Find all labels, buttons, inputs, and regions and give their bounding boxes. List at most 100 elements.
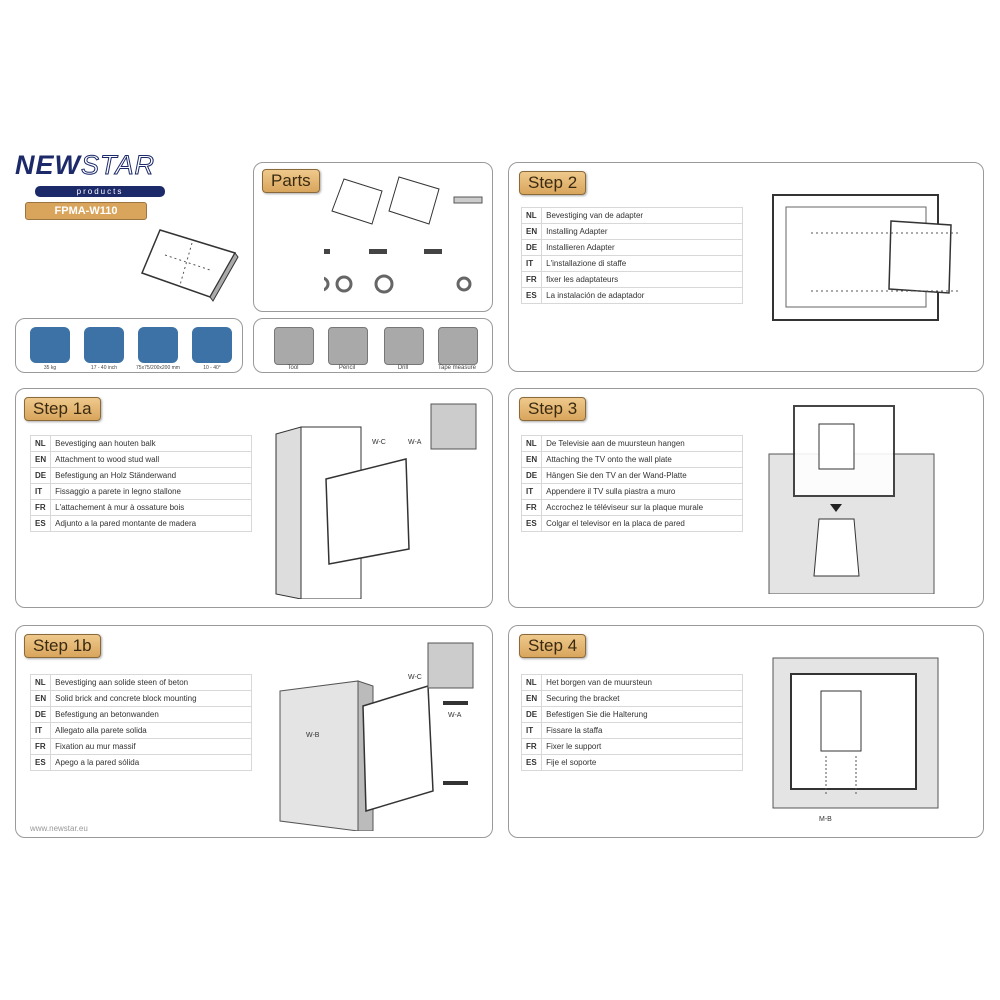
weight-icon	[30, 327, 70, 363]
instruction: Installing Adapter	[541, 223, 743, 240]
instruction: Befestigen Sie die Halterung	[541, 706, 743, 723]
step-1a-illustration	[275, 403, 477, 599]
instruction: Adjunto a la pared montante de madera	[50, 515, 252, 532]
instruction: Installieren Adapter	[541, 239, 743, 256]
spec-tilt: 10 - 40°	[203, 365, 221, 371]
lang-code: FR	[520, 271, 543, 288]
lang-code: DE	[29, 467, 52, 484]
model-badge: FPMA-W110	[25, 202, 147, 220]
lang-code: ES	[29, 754, 52, 771]
lang-code: NL	[520, 207, 543, 224]
lang-code: FR	[29, 738, 52, 755]
lang-code: EN	[520, 690, 543, 707]
lang-code: FR	[520, 738, 543, 755]
lang-code: DE	[29, 706, 52, 723]
lang-code: NL	[520, 674, 543, 691]
tilt-icon	[192, 327, 232, 363]
step-2-illustration	[772, 194, 961, 321]
pencil-icon	[328, 327, 368, 365]
instruction: Securing the bracket	[541, 690, 743, 707]
label-w-b: W-B	[306, 732, 320, 739]
instruction: Het borgen van de muursteun	[541, 674, 743, 691]
lang-code: FR	[29, 499, 52, 516]
tool-label: Pencil	[338, 365, 356, 371]
instruction: Appendere il TV sulla piastra a muro	[541, 483, 743, 500]
label-w-c: W-C	[408, 674, 422, 681]
tool-label: Drill	[397, 365, 409, 371]
spec-vesa: 75x75/200x200 mm	[136, 365, 180, 371]
lang-code: IT	[520, 722, 543, 739]
instruction: Attaching the TV onto the wall plate	[541, 451, 743, 468]
instruction: Fije el soporte	[541, 754, 743, 771]
lang-code: DE	[520, 706, 543, 723]
brand-logo: NEWSTAR products	[15, 150, 175, 197]
lang-code: EN	[29, 451, 52, 468]
vesa-icon	[138, 327, 178, 363]
product-image	[141, 229, 239, 302]
step-3-illustration	[768, 405, 935, 594]
website-url: www.newstar.eu	[30, 824, 88, 833]
label-w-c: W-C	[372, 439, 386, 446]
label-w-a: W-A	[448, 712, 462, 719]
lang-code: IT	[520, 483, 543, 500]
parts-illustration	[324, 176, 483, 294]
specs-panel: 35 kg 17 - 40 inch 75x75/200x200 mm 10 -…	[15, 318, 243, 373]
step-2-title: Step 2	[519, 171, 587, 195]
instruction: Allegato alla parete solida	[50, 722, 252, 739]
instruction: Fissaggio a parete in legno stallone	[50, 483, 252, 500]
brand-name-right: STAR	[80, 150, 156, 181]
screwdriver-icon	[274, 327, 314, 365]
tools-panel: Tool Pencil Drill Tape measure	[253, 318, 493, 373]
instruction: Bevestiging van de adapter	[541, 207, 743, 224]
instruction: Befestigung an betonwanden	[50, 706, 252, 723]
spec-screen-size: 17 - 40 inch	[90, 365, 118, 371]
instruction: fixer les adaptateurs	[541, 271, 743, 288]
step-1b-title: Step 1b	[24, 634, 101, 658]
step-1b-illustration	[279, 642, 474, 831]
lang-code: FR	[520, 499, 543, 516]
label-m-b: M-B	[819, 816, 832, 823]
lang-code: DE	[520, 239, 543, 256]
parts-panel: Parts	[253, 162, 493, 312]
lang-code: IT	[29, 483, 52, 500]
instruction: Bevestiging aan houten balk	[50, 435, 252, 452]
step-3-title: Step 3	[519, 397, 587, 421]
brand-sub: products	[35, 186, 165, 197]
lang-code: EN	[29, 690, 52, 707]
instruction: Accrochez le téléviseur sur la plaque mu…	[541, 499, 743, 516]
lang-code: IT	[520, 255, 543, 272]
step-4-title: Step 4	[519, 634, 587, 658]
instruction: Attachment to wood stud wall	[50, 451, 252, 468]
instruction: Fixer le support	[541, 738, 743, 755]
lang-code: ES	[520, 754, 543, 771]
instruction: La instalación de adaptador	[541, 287, 743, 304]
instruction: Bevestiging aan solide steen of beton	[50, 674, 252, 691]
instruction: Hängen Sie den TV an der Wand-Platte	[541, 467, 743, 484]
parts-title: Parts	[262, 169, 320, 193]
lang-code: NL	[29, 435, 52, 452]
lang-code: ES	[29, 515, 52, 532]
spec-weight: 35 kg	[43, 365, 57, 371]
instruction: Apego a la pared sólida	[50, 754, 252, 771]
tool-label: Tool	[287, 365, 299, 371]
drill-icon	[384, 327, 424, 365]
tool-label: Tape measure	[437, 365, 477, 371]
lang-code: NL	[520, 435, 543, 452]
lang-code: NL	[29, 674, 52, 691]
instruction: L'installazione di staffe	[541, 255, 743, 272]
instruction: L'attachement à mur à ossature bois	[50, 499, 252, 516]
instruction: Fixation au mur massif	[50, 738, 252, 755]
lang-code: DE	[520, 467, 543, 484]
lang-code: EN	[520, 451, 543, 468]
tape-measure-icon	[438, 327, 478, 365]
screen-size-icon	[84, 327, 124, 363]
